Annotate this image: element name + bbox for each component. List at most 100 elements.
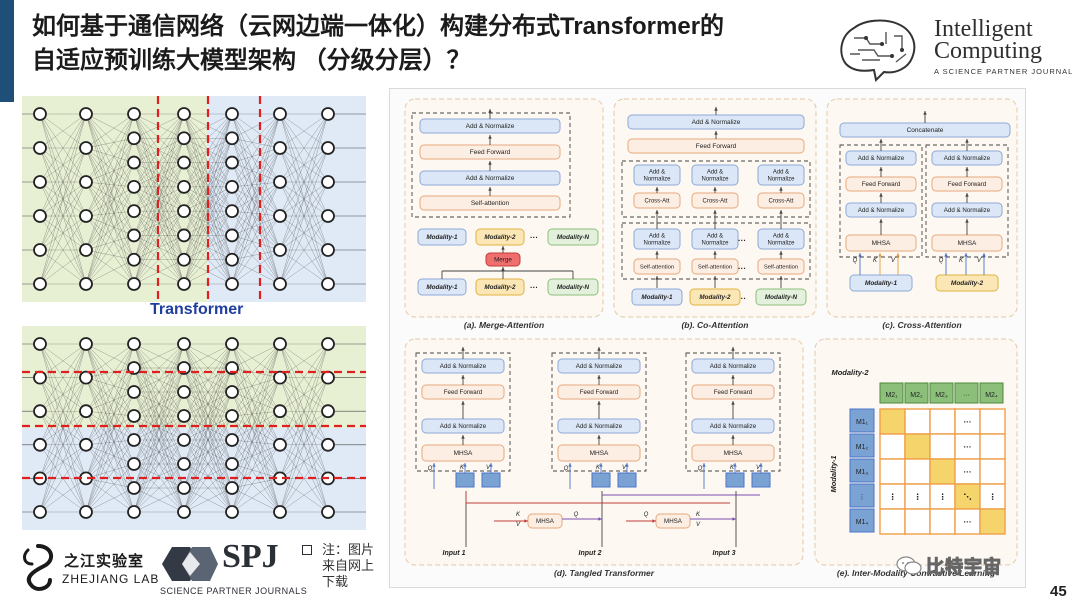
edge bbox=[85, 439, 135, 445]
neuron-node bbox=[321, 209, 335, 223]
slide-title: 如何基于通信网络（云网边端一体化）构建分布式Transformer的 自适应预训… bbox=[32, 10, 832, 78]
block-label: Normalize bbox=[767, 241, 795, 247]
modality-box bbox=[547, 228, 599, 246]
neuron-node bbox=[321, 175, 335, 189]
arrow-head bbox=[858, 253, 862, 257]
edge bbox=[85, 138, 135, 149]
neuron-node bbox=[321, 505, 335, 519]
transformer-label: Transformer bbox=[150, 301, 244, 318]
block-label: MHSA bbox=[664, 518, 683, 525]
edge bbox=[279, 343, 329, 445]
edge bbox=[133, 415, 185, 513]
edge bbox=[183, 391, 233, 513]
figure-text: K bbox=[460, 465, 465, 471]
neuron-node bbox=[33, 337, 47, 351]
block-label: Add & bbox=[649, 170, 665, 176]
edge bbox=[85, 444, 135, 465]
neuron-node bbox=[127, 337, 141, 351]
edge bbox=[133, 367, 185, 513]
arrow-head bbox=[965, 167, 969, 171]
block-label: Feed Forward bbox=[714, 389, 753, 396]
modality2-token-label: M2₁ bbox=[885, 392, 898, 399]
neuron-node bbox=[127, 179, 141, 194]
arrow-head bbox=[461, 375, 465, 379]
neuron-node bbox=[79, 141, 93, 155]
neuron-node bbox=[321, 141, 335, 155]
neuron-node bbox=[127, 457, 141, 471]
zhejiang-lab-cn: 之江实验室 bbox=[64, 553, 145, 570]
edge bbox=[231, 181, 281, 260]
edge bbox=[85, 138, 135, 285]
edge bbox=[279, 343, 329, 479]
spj-wordmark: SPJ bbox=[222, 538, 279, 575]
modality2-token-label: M2₃ bbox=[935, 392, 948, 399]
arrow-head bbox=[714, 131, 718, 135]
block-label: Cross-Att bbox=[702, 199, 727, 205]
edge bbox=[231, 249, 281, 285]
figure-text: K bbox=[696, 512, 701, 518]
block-label: Feed Forward bbox=[444, 389, 483, 396]
arrow-head bbox=[965, 193, 969, 197]
neuron-node bbox=[321, 404, 335, 419]
matrix-ellipsis: ··· bbox=[964, 418, 972, 427]
edge bbox=[85, 181, 135, 260]
matrix-cell-positive bbox=[879, 408, 906, 435]
panel-caption: (b). Co-Attention bbox=[681, 320, 748, 330]
edge bbox=[231, 411, 281, 513]
neuron-node bbox=[79, 505, 93, 519]
edge bbox=[231, 162, 281, 217]
edge bbox=[85, 113, 135, 149]
edge bbox=[133, 343, 185, 441]
neuron-node bbox=[225, 107, 239, 121]
edge bbox=[85, 186, 135, 251]
edge bbox=[279, 181, 329, 285]
block-label: Self-attention bbox=[698, 264, 732, 270]
block-label: Add & bbox=[707, 234, 723, 240]
edge bbox=[85, 147, 135, 187]
neuron-node bbox=[177, 252, 191, 267]
edge bbox=[85, 186, 135, 217]
edge bbox=[133, 439, 185, 513]
layer-frame bbox=[621, 160, 811, 218]
edge bbox=[85, 162, 135, 217]
edge bbox=[85, 367, 135, 412]
edge bbox=[85, 138, 135, 183]
arrow-head bbox=[879, 193, 883, 197]
neuron-node bbox=[273, 505, 287, 519]
block-label: Feed Forward bbox=[470, 149, 511, 156]
edge bbox=[231, 391, 281, 513]
token-block bbox=[725, 472, 745, 488]
note-line-1: 注：图片 bbox=[322, 542, 375, 557]
figure-text: K bbox=[959, 258, 964, 264]
bg-band bbox=[22, 326, 366, 428]
edge bbox=[85, 411, 135, 465]
block-label: Modality-2 bbox=[484, 234, 516, 241]
edge bbox=[231, 147, 281, 187]
block-label: Modality-1 bbox=[641, 294, 673, 301]
edge bbox=[85, 113, 135, 285]
edge bbox=[183, 343, 233, 489]
edge bbox=[231, 377, 281, 513]
edge bbox=[85, 211, 135, 285]
arrow-head bbox=[879, 167, 883, 171]
arrow-head bbox=[597, 347, 601, 351]
edge bbox=[85, 415, 135, 445]
neuron-node bbox=[33, 404, 47, 419]
block-label: Add & Normalize bbox=[466, 175, 515, 182]
brain-logo bbox=[836, 14, 922, 84]
journal-name-line2: Computing bbox=[934, 38, 1043, 64]
block-label: Add & bbox=[707, 170, 723, 176]
arrow-head bbox=[489, 463, 493, 467]
neuron-node bbox=[273, 175, 287, 189]
figure-text: K bbox=[873, 258, 878, 264]
edge bbox=[39, 113, 87, 285]
edge bbox=[39, 113, 87, 217]
block-label: Normalize bbox=[643, 177, 671, 183]
edge bbox=[39, 377, 87, 513]
matrix-cell-positive bbox=[954, 483, 981, 510]
matrix-cell bbox=[904, 408, 931, 435]
block-label: Add & Normalize bbox=[710, 363, 757, 370]
arrow-head bbox=[501, 246, 505, 250]
edge bbox=[231, 377, 281, 441]
matrix-ellipsis: ⋮ bbox=[939, 493, 947, 502]
